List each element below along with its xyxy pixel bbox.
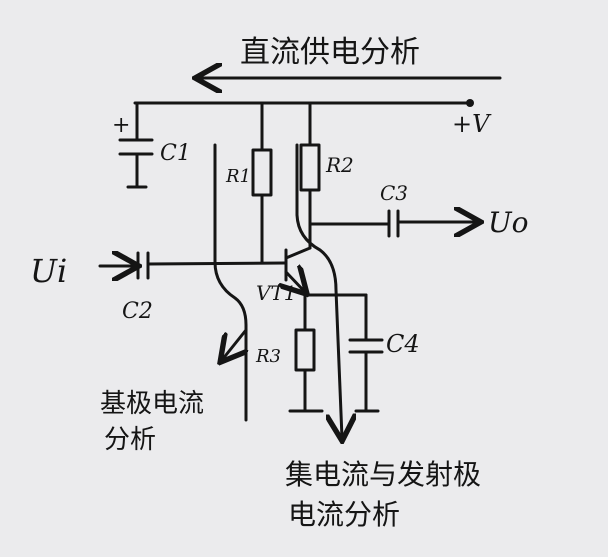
transistor-vt1 (286, 246, 312, 292)
supply-terminal (466, 99, 474, 107)
output-label: Uo (488, 206, 528, 239)
capacitor-c4 (303, 293, 384, 413)
c3-label: C3 (380, 181, 408, 205)
capacitor-c1 (118, 101, 154, 189)
base-current-arrow (222, 328, 246, 360)
supply-label: +V (452, 110, 492, 138)
r1-label: R1 (225, 166, 251, 187)
base-analysis-line2: 分析 (104, 425, 156, 455)
ce-analysis-line2: 电流分析 (288, 498, 400, 531)
base-analysis-line1: 基极电流 (100, 389, 204, 419)
c1-plus-sign: + (112, 113, 130, 138)
capacitor-c3 (308, 211, 478, 238)
c4-label: C4 (386, 330, 420, 358)
c1-label: C1 (160, 141, 191, 166)
r3-label: R3 (255, 346, 281, 367)
capacitor-c2 (98, 253, 287, 278)
resistor-r2 (299, 101, 321, 250)
vt1-label: VT1 (256, 281, 297, 305)
ce-analysis-line1: 集电流与发射极 (285, 458, 481, 491)
resistor-r1 (251, 101, 273, 264)
c2-label: C2 (122, 299, 153, 324)
input-label: Ui (30, 252, 67, 290)
base-current-path (213, 143, 248, 422)
r2-label: R2 (325, 153, 354, 177)
resistor-r3 (288, 290, 324, 413)
title-dc-supply-analysis: 直流供电分析 (240, 35, 420, 70)
collector-emitter-current-path (295, 143, 342, 438)
